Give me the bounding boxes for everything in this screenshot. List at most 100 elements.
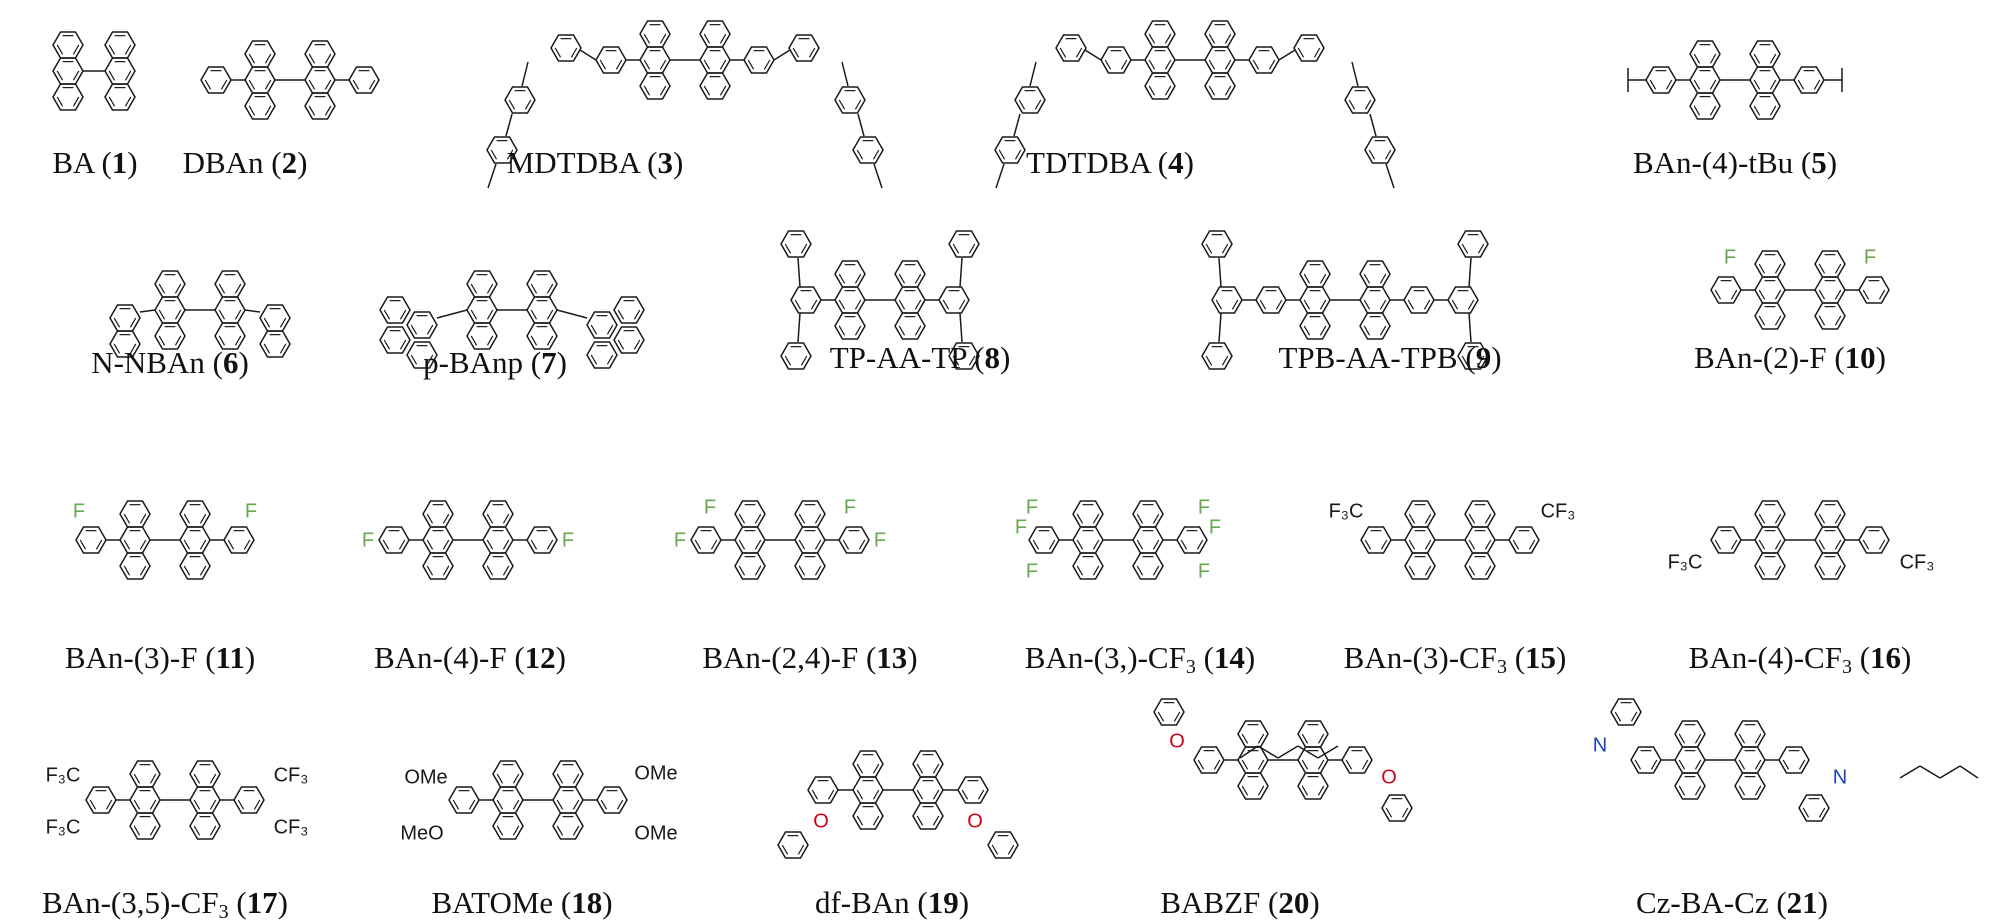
- benzene-ring: [994, 136, 1026, 164]
- double-bond: [1797, 79, 1805, 90]
- double-bond: [149, 799, 157, 810]
- double-bond: [991, 844, 999, 855]
- double-bond: [218, 309, 226, 320]
- double-bond: [763, 59, 771, 70]
- oxygen-label: O: [1381, 766, 1397, 788]
- double-bond: [248, 105, 256, 116]
- double-bond: [279, 317, 287, 328]
- compound-number: 10: [1844, 340, 1876, 375]
- double-bond: [898, 325, 906, 336]
- fluorine-label: F: [1026, 496, 1038, 518]
- double-bond: [308, 105, 316, 116]
- double-bond: [1241, 733, 1249, 744]
- fluorine-label: F: [1724, 246, 1736, 268]
- anthracene-ring: [1689, 92, 1721, 120]
- compound-number: 6: [222, 345, 239, 380]
- double-bond: [108, 70, 116, 81]
- f3c-label: F₃C: [46, 816, 81, 838]
- double-bond: [1252, 59, 1260, 70]
- fluorine-label: F: [1026, 560, 1038, 582]
- double-bond: [1048, 539, 1056, 550]
- double-bond: [1714, 289, 1722, 300]
- benzene-ring: [613, 326, 645, 354]
- anthracene-ring: [119, 552, 151, 580]
- single-bond: [797, 257, 801, 288]
- double-bond: [1120, 59, 1128, 70]
- double-bond: [1730, 539, 1738, 550]
- double-bond: [124, 44, 132, 55]
- double-bond: [95, 539, 103, 550]
- compound-number: 16: [1870, 640, 1902, 675]
- double-bond: [506, 149, 514, 160]
- double-bond: [72, 44, 80, 55]
- double-bond: [797, 844, 805, 855]
- phenyl-ring: [1341, 746, 1373, 774]
- double-bond: [838, 325, 846, 336]
- double-bond: [1774, 315, 1782, 326]
- double-bond: [368, 79, 376, 90]
- double-bond: [1197, 759, 1205, 770]
- double-bond: [470, 309, 478, 320]
- double-bond: [1297, 47, 1305, 58]
- double-bond: [72, 70, 80, 81]
- double-bond: [1361, 759, 1369, 770]
- compound-name: BAn-(3)-F: [64, 640, 198, 675]
- double-bond: [1317, 785, 1325, 796]
- benzene-ring: [780, 230, 812, 258]
- double-bond: [1345, 759, 1353, 770]
- double-bond: [1693, 105, 1701, 116]
- double-bond: [794, 299, 802, 310]
- double-bond: [1818, 289, 1826, 300]
- double-bond: [814, 513, 822, 524]
- compound-name: BABZF: [1160, 885, 1261, 920]
- double-bond: [502, 539, 510, 550]
- double-bond: [1092, 539, 1100, 550]
- cf3-label: CF₃: [274, 816, 309, 838]
- single-bond: [1277, 745, 1299, 759]
- double-bond: [747, 59, 755, 70]
- double-bond: [129, 317, 137, 328]
- double-bond: [139, 539, 147, 550]
- double-bond: [1424, 513, 1432, 524]
- double-bond: [1758, 565, 1766, 576]
- compound-label-5: BAn-(4)-tBu (5): [1632, 145, 1838, 180]
- double-bond: [858, 539, 866, 550]
- double-bond: [1484, 513, 1492, 524]
- double-bond: [248, 53, 256, 64]
- double-bond: [1634, 759, 1642, 770]
- double-bond: [486, 283, 494, 294]
- double-bond: [496, 799, 504, 810]
- compound-label-2: DBAn (2): [182, 145, 308, 180]
- double-bond: [89, 799, 97, 810]
- double-bond: [872, 149, 880, 160]
- double-bond: [572, 825, 580, 836]
- double-bond: [1758, 289, 1766, 300]
- double-bond: [633, 339, 641, 350]
- phenyl-ring: [596, 786, 628, 814]
- double-bond: [798, 565, 806, 576]
- double-bond: [496, 825, 504, 836]
- double-bond: [237, 799, 245, 810]
- phenyl-ring: [1710, 276, 1742, 304]
- single-bond: [1013, 113, 1021, 137]
- fluorine-label: F: [844, 496, 856, 518]
- double-bond: [1018, 99, 1026, 110]
- double-bond: [838, 273, 846, 284]
- compound-label-3: MDTDBA (3): [506, 145, 684, 180]
- compound-label-18: BATOMe (18): [431, 885, 613, 920]
- benzene-ring: [948, 342, 980, 370]
- double-bond: [546, 539, 554, 550]
- double-bond: [1136, 565, 1144, 576]
- double-bond: [1076, 565, 1084, 576]
- double-bond: [1738, 759, 1746, 770]
- double-bond: [1758, 513, 1766, 524]
- anthracene-ring: [1404, 552, 1436, 580]
- benzene-ring: [52, 83, 84, 111]
- double-bond: [1221, 243, 1229, 254]
- double-bond: [193, 773, 201, 784]
- single-bond: [995, 163, 1005, 189]
- compound-number: 1: [111, 145, 128, 180]
- single-bond: [773, 49, 791, 61]
